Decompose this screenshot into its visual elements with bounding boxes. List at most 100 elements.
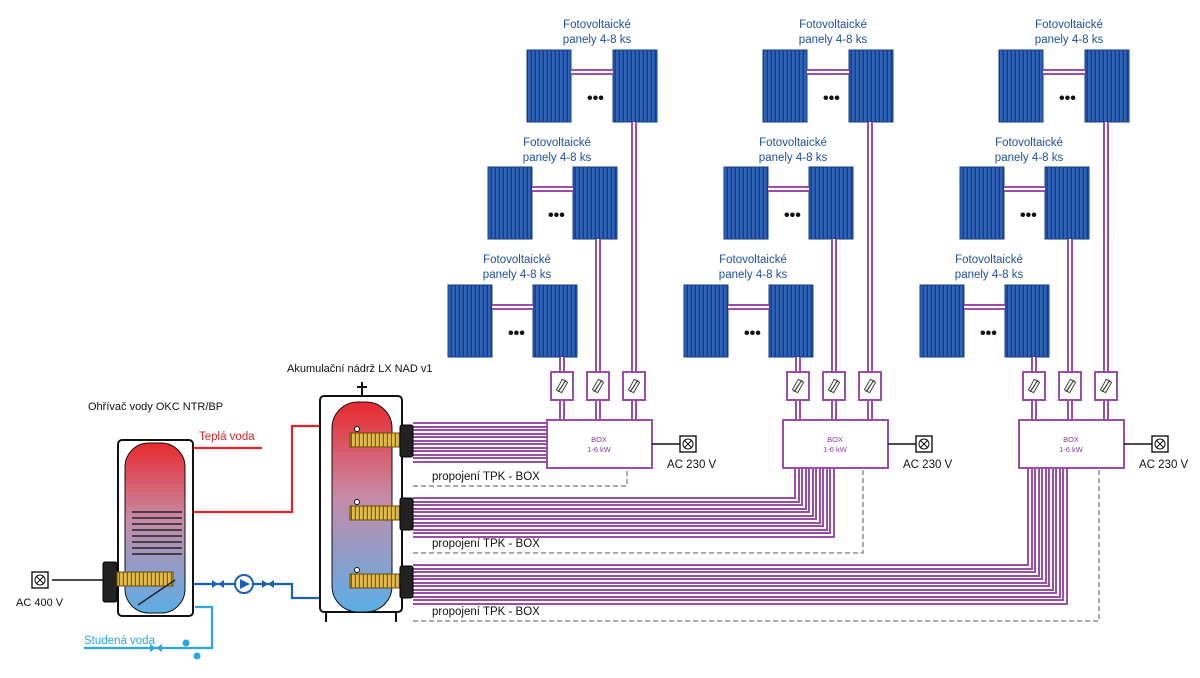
- socket-ring: [682, 438, 694, 450]
- heater-cable-core: [413, 468, 1045, 582]
- tank-label: Akumulační nádrž LX NAD v1: [287, 363, 433, 375]
- heating-element: [349, 505, 405, 521]
- inverter-box: [546, 419, 653, 469]
- tpk-dashed-link: [413, 468, 1100, 622]
- ac-400-label: AC 400 V: [16, 597, 64, 609]
- pv-label-count: panely 4-8 ks: [483, 269, 552, 281]
- fuse-icon: [1027, 378, 1041, 394]
- safety-valve-icon: [182, 639, 190, 647]
- heater-cable-core: [413, 468, 1038, 575]
- element-connector: [399, 424, 414, 458]
- pv-label-count: panely 4-8 ks: [799, 34, 868, 46]
- pv-label-count: panely 4-8 ks: [563, 34, 632, 46]
- fuse-icon: [555, 378, 569, 394]
- box-power: 1-6 kW: [1059, 445, 1084, 454]
- socket-ring: [34, 574, 46, 586]
- equipment-layer: [31, 371, 1169, 660]
- pv-panel: [808, 166, 854, 240]
- port-dot: [354, 567, 360, 573]
- fuse-line: [793, 379, 803, 393]
- fuse-icon: [791, 378, 805, 394]
- socket-ring: [1154, 438, 1166, 450]
- ellipsis-dots: •••: [823, 90, 840, 107]
- box-power: 1-6 kW: [823, 445, 848, 454]
- socket-x: [919, 439, 929, 449]
- ellipsis-dots: •••: [980, 325, 997, 342]
- valve-icon: [262, 580, 274, 588]
- pv-panel: [768, 284, 814, 358]
- pv-panel: [723, 166, 769, 240]
- pv-panel: [848, 49, 894, 123]
- pv-panel: [1004, 284, 1050, 358]
- pv-label-count: panely 4-8 ks: [955, 269, 1024, 281]
- pv-label-title: Fotovoltaické: [563, 19, 631, 31]
- fuse-icon: [1099, 378, 1113, 394]
- wiring-layer: [84, 69, 1109, 650]
- heater-cable-core: [413, 468, 798, 501]
- pv-panel: [487, 166, 533, 240]
- pv-panel: [762, 49, 808, 123]
- fuse-line: [865, 379, 875, 393]
- pv-panel: [959, 166, 1005, 240]
- fuse-icon: [591, 378, 605, 394]
- fuse-icon: [627, 378, 641, 394]
- pv-panel: [532, 284, 578, 358]
- heater-cable-core: [413, 468, 833, 536]
- pv-panel: [998, 49, 1044, 123]
- fuse-line: [1065, 379, 1075, 393]
- heating-element: [349, 432, 405, 448]
- pv-panel: [447, 284, 493, 358]
- socket-x: [683, 439, 693, 449]
- ac-230-label: AC 230 V: [1139, 459, 1189, 471]
- heater-cable-core: [413, 468, 1066, 603]
- pv-label-title: Fotovoltaické: [955, 254, 1023, 266]
- ac-230-label: AC 230 V: [667, 459, 717, 471]
- tpk-link-label: propojení TPK - BOX: [432, 538, 540, 550]
- heater-cable-core: [413, 468, 805, 508]
- tpk-link-label: propojení TPK - BOX: [432, 606, 540, 618]
- fuse-icon: [863, 378, 877, 394]
- pv-panel: [1044, 166, 1090, 240]
- pv-label-title: Fotovoltaické: [719, 254, 787, 266]
- cold-water-label: Studená voda: [84, 635, 156, 647]
- pv-panel: [612, 49, 658, 123]
- pv-label-title: Fotovoltaické: [799, 19, 867, 31]
- valve-icon: [150, 644, 162, 652]
- cold-water-pipe: [84, 605, 214, 650]
- heater-cable-core: [413, 468, 1052, 589]
- pv-label-title: Fotovoltaické: [483, 254, 551, 266]
- fuse-line: [557, 379, 567, 393]
- ac-230-label: AC 230 V: [903, 459, 953, 471]
- valve-icon: [212, 580, 224, 588]
- box-power: 1-6 kW: [587, 445, 612, 454]
- fuse-line: [1101, 379, 1111, 393]
- pv-label-count: panely 4-8 ks: [1035, 34, 1104, 46]
- heating-element: [349, 573, 405, 589]
- port-dot: [354, 426, 360, 432]
- heater-cable-core: [413, 468, 1059, 596]
- fuse-icon: [827, 378, 841, 394]
- pv-label-count: panely 4-8 ks: [719, 269, 788, 281]
- element-connector: [399, 565, 414, 599]
- fuse-icon: [1063, 378, 1077, 394]
- ellipsis-dots: •••: [548, 207, 565, 224]
- heater-element: [116, 571, 174, 587]
- inverter-box: [782, 419, 889, 469]
- pv-panel: [1084, 49, 1130, 123]
- box-title: BOX: [591, 435, 607, 444]
- tpk-dashed-link: [413, 468, 864, 554]
- pv-label-count: panely 4-8 ks: [759, 152, 828, 164]
- label-layer: ••• Fotovoltaické panely 4-8 ks ••• Fotovolt…: [432, 19, 1189, 618]
- heater-cable-core: [413, 468, 1031, 568]
- fuse-line: [629, 379, 639, 393]
- ellipsis-dots: •••: [1059, 90, 1076, 107]
- inverter-box: [1018, 419, 1125, 469]
- tpk-dashed-link: [413, 468, 628, 487]
- heater-cable-core: [413, 468, 812, 515]
- socket-x: [35, 575, 45, 585]
- ellipsis-dots: •••: [1020, 207, 1037, 224]
- heater-connector: [102, 561, 118, 603]
- cold-inlet-pipe: [137, 579, 176, 606]
- element-connector: [399, 497, 414, 531]
